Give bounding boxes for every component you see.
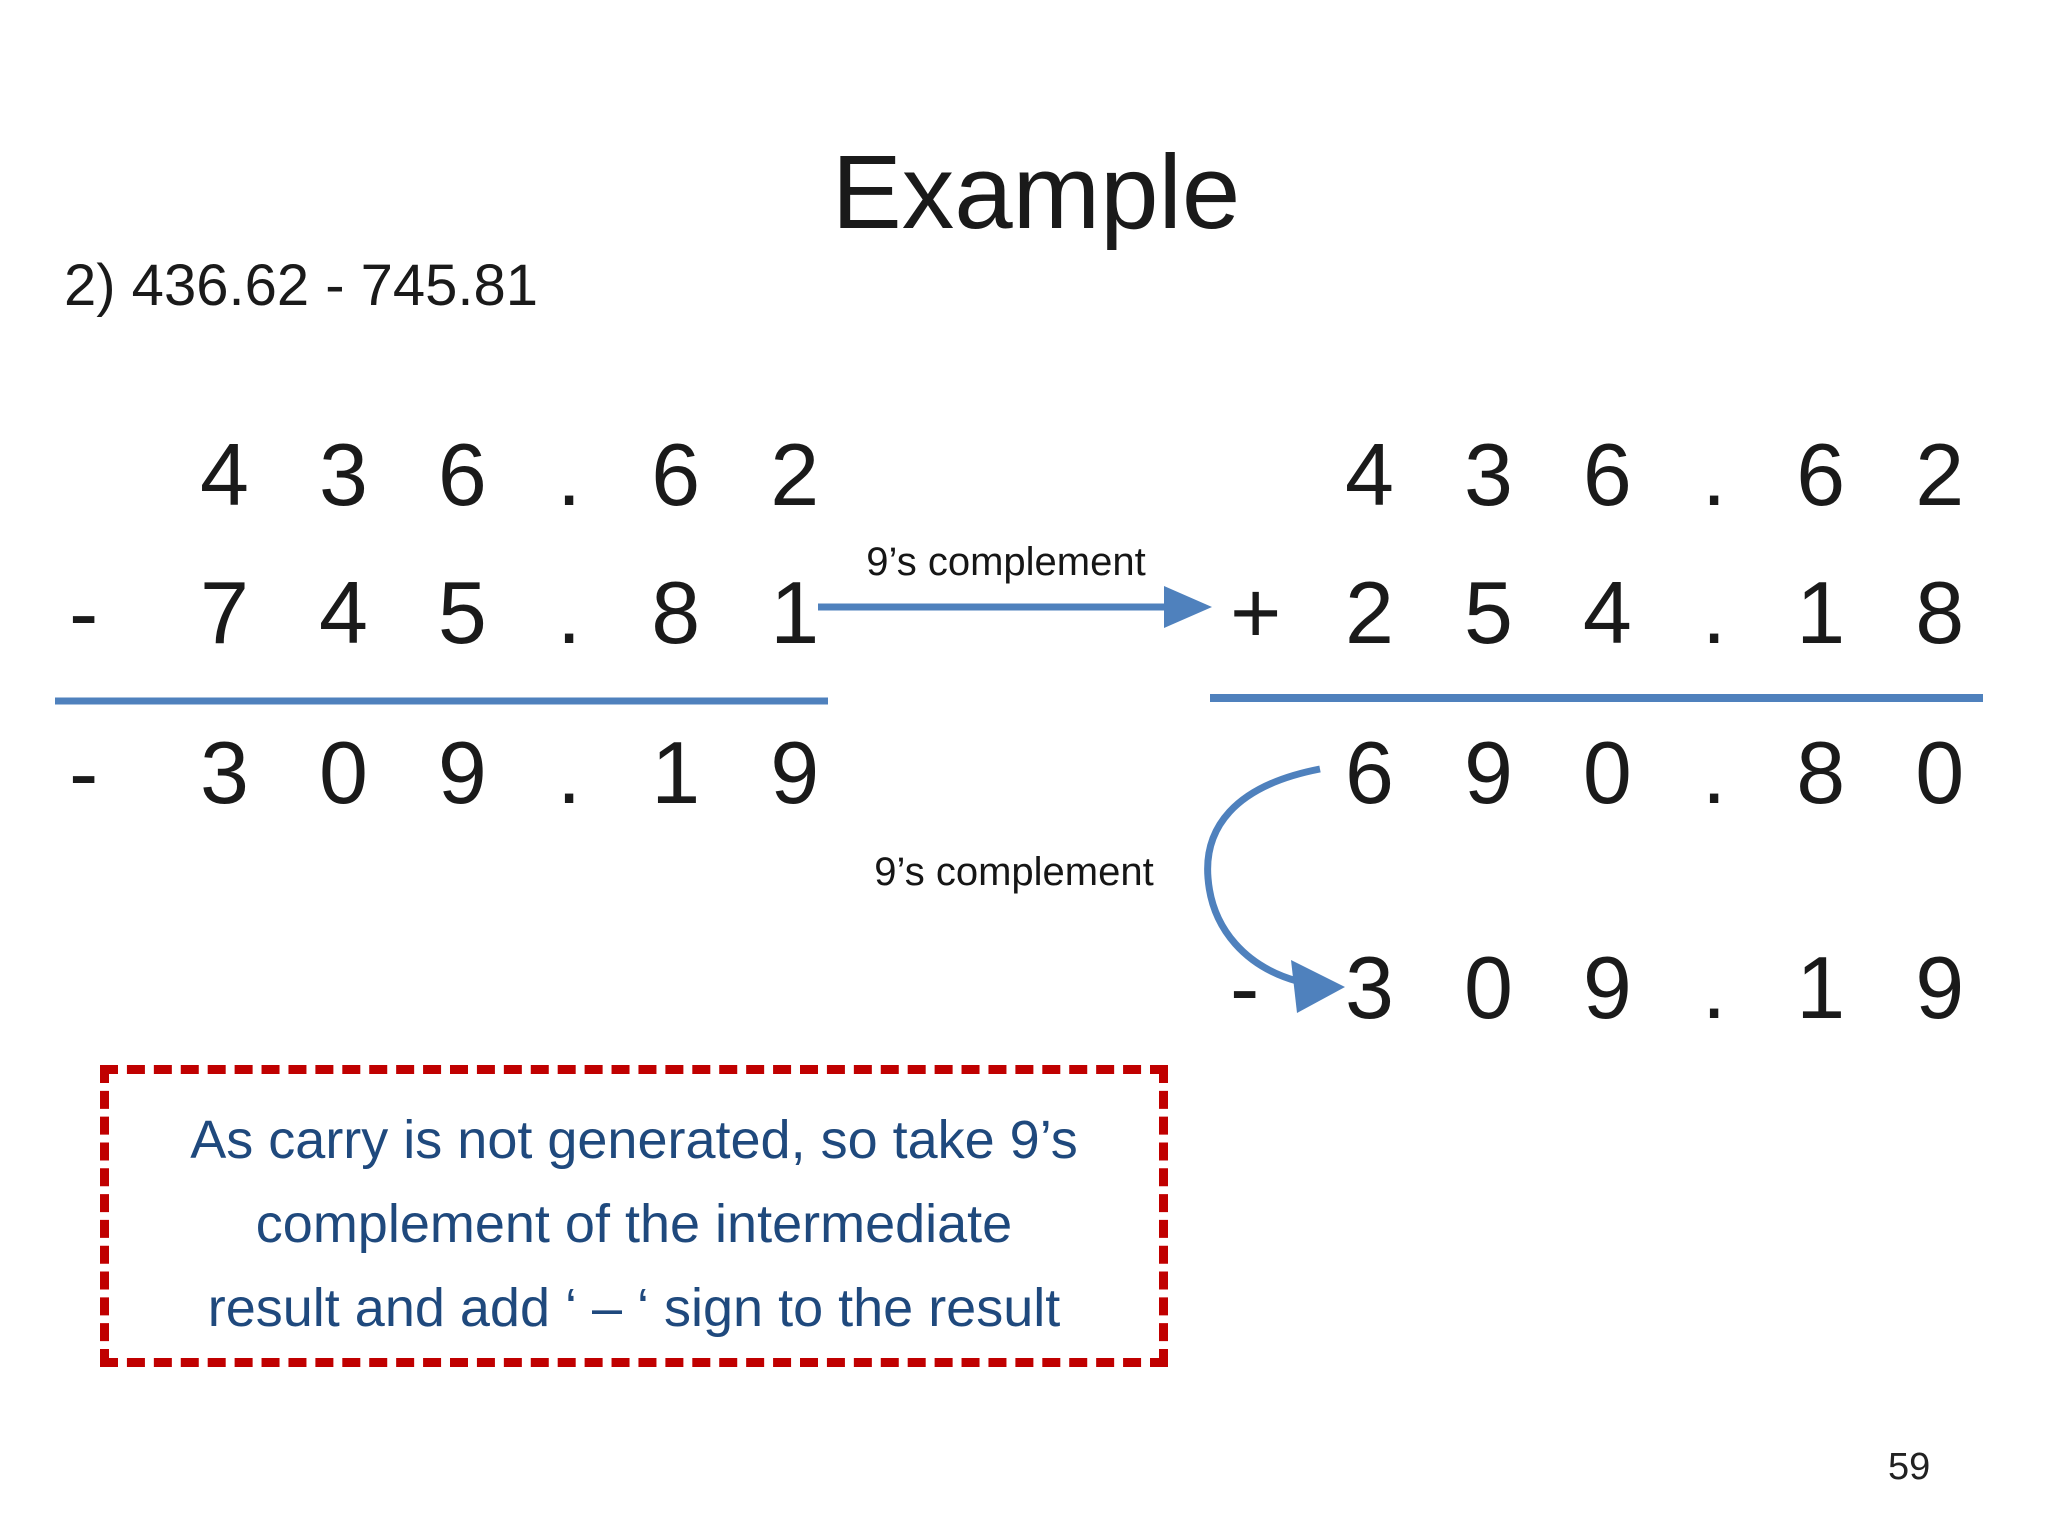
note-line-2: complement of the intermediate <box>255 1194 1013 1254</box>
left-operand1-row: 436.62 <box>55 431 889 519</box>
left-operand2-row: - 745.81 <box>55 569 889 657</box>
note-box: As carry is not generated, so take 9’s c… <box>100 1065 1168 1367</box>
left-operand2-sign: - <box>69 563 99 662</box>
left-result-digits: 309.19 <box>200 723 890 822</box>
right-result-digits: 309.19 <box>1345 938 2035 1037</box>
page-number: 59 <box>1888 1446 1931 1488</box>
nines-complement-label-2: 9’s complement <box>874 850 1154 894</box>
left-result-row: - 309.19 <box>55 729 889 817</box>
left-operand2-digits: 745.81 <box>200 563 890 662</box>
left-result-sign: - <box>69 723 99 822</box>
right-operand1-row: 436.62 <box>1200 431 2034 519</box>
right-result-row: - 309.19 <box>1200 944 2034 1032</box>
right-operand1-digits: 436.62 <box>1345 425 2035 524</box>
page-title: Example <box>831 134 1241 251</box>
note-line-3: result and add ‘ – ‘ sign to the result <box>207 1278 1061 1338</box>
nines-complement-label-1: 9’s complement <box>866 540 1146 584</box>
right-operand2-sign: + <box>1230 563 1282 662</box>
problem-statement: 2) 436.62 - 745.81 <box>64 253 539 318</box>
right-operand2-digits: 254.18 <box>1345 563 2035 662</box>
right-intermediate-row: 690.80 <box>1200 729 2034 817</box>
right-intermediate-digits: 690.80 <box>1345 723 2035 822</box>
note-line-1: As carry is not generated, so take 9’s <box>190 1110 1078 1170</box>
right-operand2-row: + 254.18 <box>1200 569 2034 657</box>
right-result-sign: - <box>1230 938 1260 1037</box>
left-operand1-digits: 436.62 <box>200 425 890 524</box>
note-text: As carry is not generated, so take 9’s c… <box>109 1098 1159 1350</box>
